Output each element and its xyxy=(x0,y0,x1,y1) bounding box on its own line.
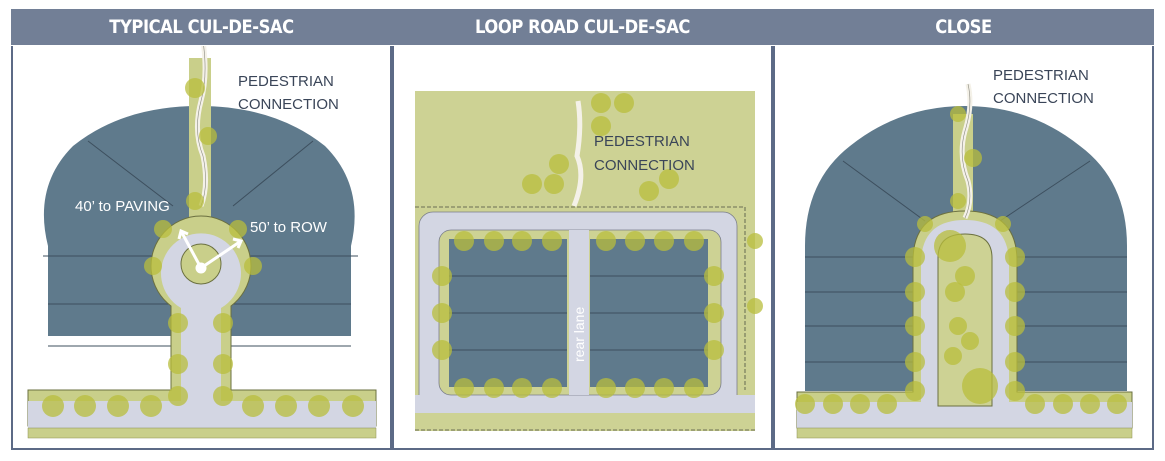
panel-title: TYPICAL CUL-DE-SAC xyxy=(37,9,366,45)
radius-arrows xyxy=(177,228,244,274)
pedestrian-path xyxy=(195,46,209,207)
pedestrian-connection-label: PEDESTRIAN xyxy=(594,133,690,150)
trees xyxy=(795,106,1127,414)
pedestrian-connection-label: PEDESTRIAN xyxy=(238,73,334,90)
diagram-area: PEDESTRIAN CONNECTION 40’ to PAVING 50’ … xyxy=(11,46,392,450)
panel-loop-road-cul-de-sac: LOOP ROAD CUL-DE-SAC xyxy=(392,9,773,450)
row-distance-label: 50’ to ROW xyxy=(250,219,328,236)
pedestrian-connection-label-line2: CONNECTION xyxy=(993,90,1094,107)
pedestrian-connection-label: PEDESTRIAN xyxy=(993,67,1089,84)
rear-lane-label: rear lane xyxy=(571,307,587,362)
diagram-area: rear lane PEDESTRIAN CONNECTION xyxy=(392,46,773,450)
trees xyxy=(432,93,763,398)
pedestrian-connection-label-line2: CONNECTION xyxy=(594,157,695,174)
pedestrian-path xyxy=(959,83,973,220)
paving-distance-label: 40’ to PAVING xyxy=(75,198,170,215)
panel-close: CLOSE xyxy=(773,9,1154,450)
close-diagram: PEDESTRIAN CONNECTION xyxy=(795,67,1133,439)
diagram-area: PEDESTRIAN CONNECTION xyxy=(773,46,1154,450)
lots xyxy=(449,230,708,395)
loop-road-diagram: rear lane PEDESTRIAN CONNECTION xyxy=(415,91,763,431)
panel-typical-cul-de-sac: TYPICAL CUL-DE-SAC xyxy=(11,9,392,450)
trees xyxy=(42,78,364,417)
panel-title: LOOP ROAD CUL-DE-SAC xyxy=(418,9,747,45)
pedestrian-connection-label-line2: CONNECTION xyxy=(238,96,339,113)
typical-cul-de-sac-diagram: PEDESTRIAN CONNECTION 40’ to PAVING 50’ … xyxy=(27,46,377,439)
pedestrian-path xyxy=(571,100,584,207)
panel-title: CLOSE xyxy=(799,9,1128,45)
